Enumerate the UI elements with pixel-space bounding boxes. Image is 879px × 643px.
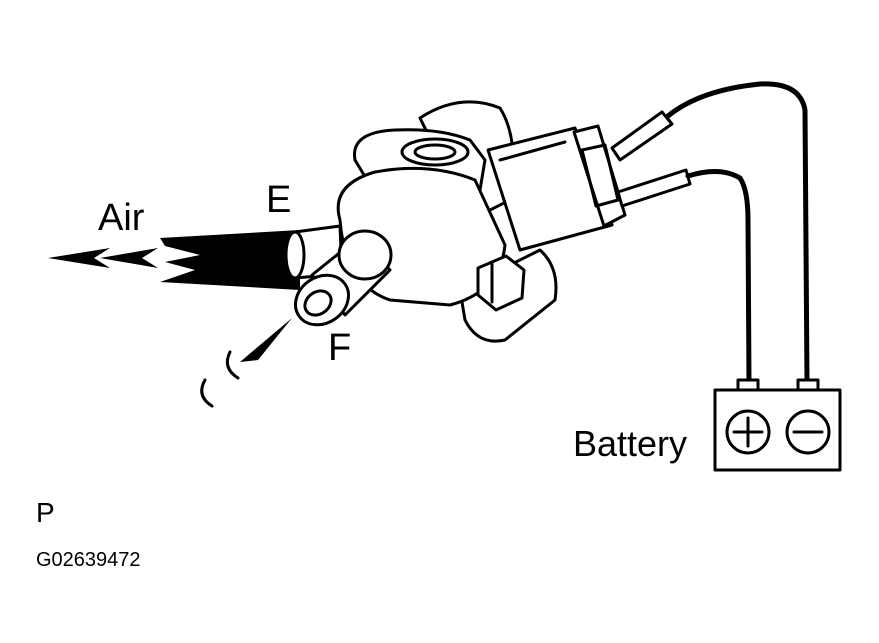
test-lead-positive — [616, 168, 752, 386]
valve-connector — [486, 124, 627, 252]
plus-terminal-icon — [725, 409, 771, 455]
label-port-e: E — [266, 179, 291, 221]
label-air: Air — [98, 197, 145, 239]
label-port-f: F — [328, 327, 351, 369]
battery — [713, 378, 842, 472]
test-lead-negative — [610, 81, 810, 386]
airflow-arrow-icon — [48, 230, 300, 290]
minus-terminal-icon — [785, 409, 831, 455]
vacuum-switching-valve — [284, 100, 558, 343]
escaping-air-icon — [200, 318, 292, 408]
figure-code: G02639472 — [36, 549, 141, 571]
label-view-p: P — [36, 497, 55, 528]
label-battery: Battery — [573, 423, 687, 464]
